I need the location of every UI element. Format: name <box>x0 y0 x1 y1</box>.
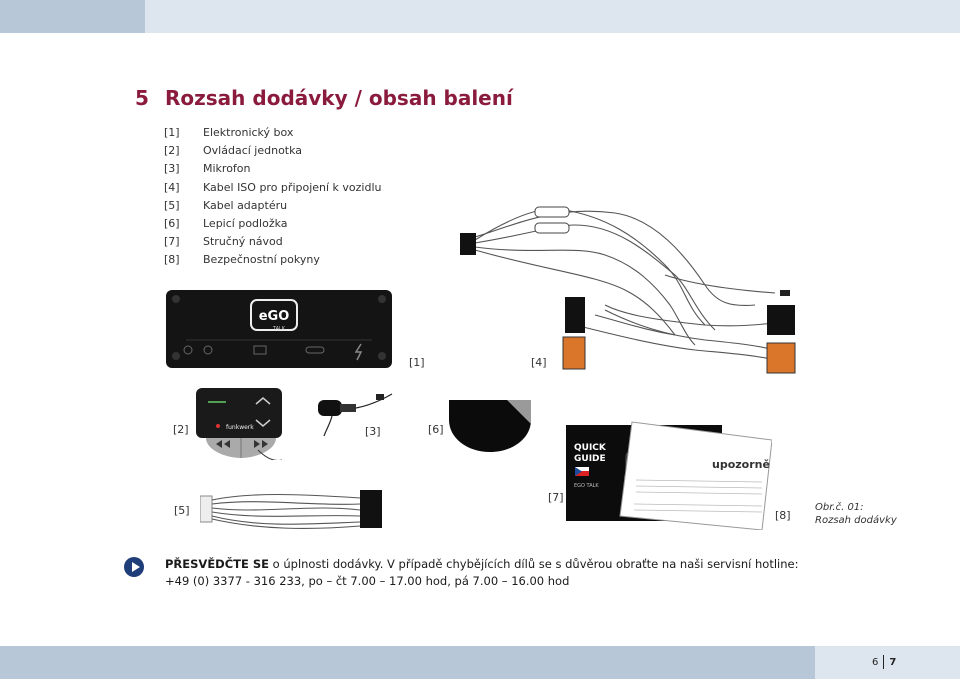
electronic-box-image: eGO TALK <box>166 290 392 368</box>
box-logo: eGO <box>259 309 290 324</box>
header-band-left <box>0 0 145 33</box>
list-item: [6]Lepicí podložka <box>164 216 288 230</box>
label-2: [2] <box>173 423 189 436</box>
control-unit-image: funkwerk <box>196 388 282 460</box>
label-4: [4] <box>531 356 547 369</box>
list-item: [7]Stručný návod <box>164 235 283 249</box>
list-item: [5]Kabel adaptéru <box>164 198 288 212</box>
box-logo-sub: TALK <box>272 326 286 332</box>
hotline-number: +49 (0) 3377 - 316 233, po – čt 7.00 – 1… <box>165 574 570 588</box>
section-title: Rozsah dodávky / obsah balení <box>165 86 513 110</box>
iso-cable-image <box>460 206 796 374</box>
label-6: [6] <box>428 423 444 436</box>
label-5: [5] <box>174 504 190 517</box>
quick-guide-line2: GUIDE <box>574 454 606 464</box>
arrow-right-icon <box>124 557 144 577</box>
list-item: [1]Elektronický box <box>164 126 294 139</box>
contents-list: [1]Elektronický box [2]Ovládací jednotka… <box>164 124 382 270</box>
label-3: [3] <box>365 425 381 438</box>
safety-title: upozorně <box>712 458 770 471</box>
safety-instructions-image: upozorně <box>619 421 772 530</box>
footer-band-right <box>815 646 960 679</box>
quick-guide-brand: EGO TALK <box>574 483 599 489</box>
header-band-right <box>145 0 960 33</box>
label-8: [8] <box>775 509 791 522</box>
control-brand: funkwerk <box>226 424 254 431</box>
quick-guide-line1: QUICK <box>574 443 607 453</box>
label-7: [7] <box>548 491 564 504</box>
footer-band-left <box>0 646 815 679</box>
microphone-image <box>318 393 393 437</box>
list-item: [4]Kabel ISO pro připojení k vozidlu <box>164 180 382 194</box>
section-number: 5 <box>135 86 149 110</box>
hotline-note: PŘESVĚDČTE SE o úplnosti dodávky. V příp… <box>165 557 799 588</box>
label-1: [1] <box>409 356 425 369</box>
list-item: [8]Bezpečnostní pokyny <box>164 253 320 267</box>
adapter-cable-image <box>200 490 382 529</box>
figure-caption: Obr.č. 01: Rozsah dodávky <box>815 502 897 526</box>
list-item: [3]Mikrofon <box>164 162 251 176</box>
adhesive-pad-image <box>449 400 531 452</box>
note-emphasis: PŘESVĚDČTE SE <box>165 557 270 571</box>
list-item: [2]Ovládací jednotka <box>164 144 303 158</box>
